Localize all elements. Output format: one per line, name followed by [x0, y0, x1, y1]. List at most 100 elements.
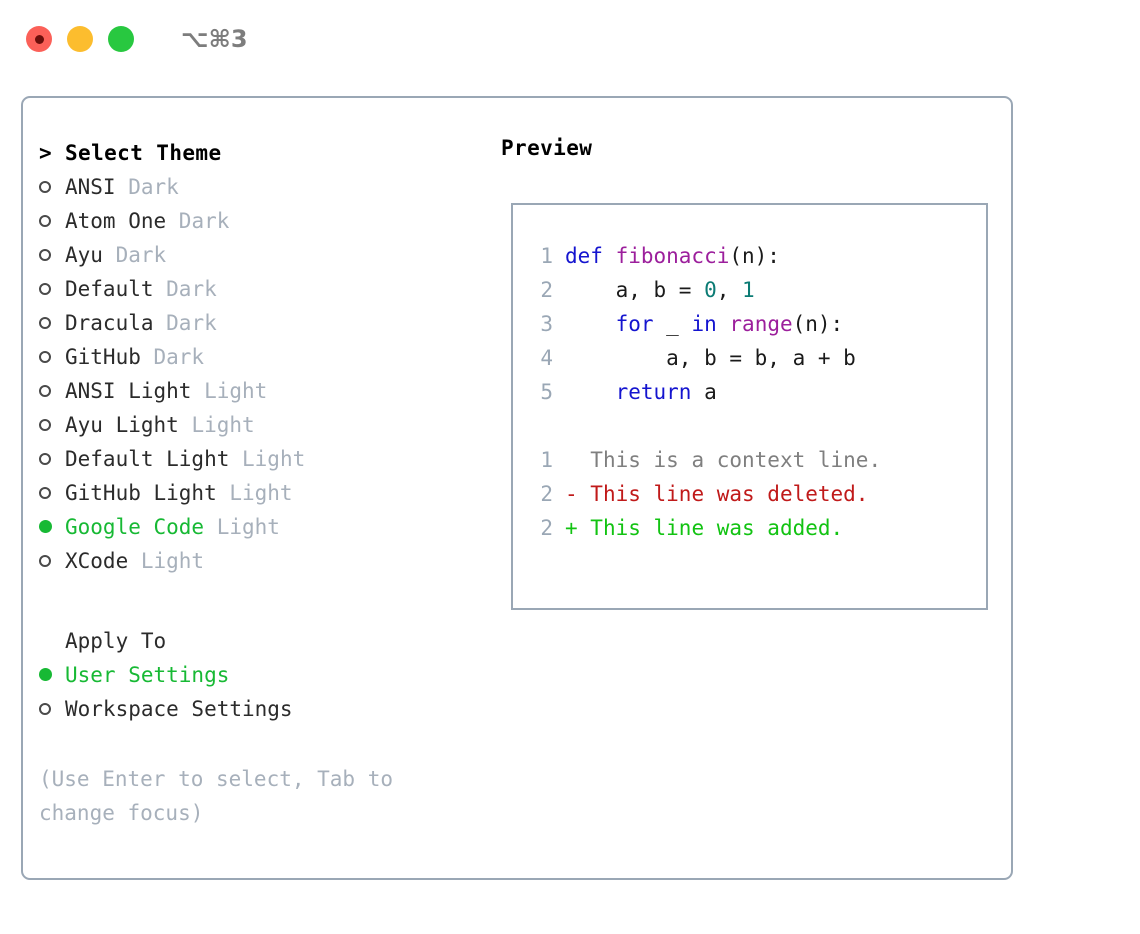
title-bar: ⌥⌘3 [0, 0, 1140, 78]
code-token [717, 312, 730, 336]
theme-option[interactable]: ANSI Light Light [39, 374, 479, 408]
theme-option-variant: Light [229, 447, 306, 471]
line-number: 4 [540, 346, 553, 370]
theme-option-variant: Light [191, 379, 268, 403]
theme-option-name: ANSI [65, 175, 116, 199]
theme-option-name: Default Light [65, 447, 230, 471]
theme-option-variant: Light [128, 549, 205, 573]
code-line: 4 a, b = b, a + b [531, 341, 881, 375]
code-token: a, b = b, a + b [565, 346, 856, 370]
radio-unselected-icon[interactable] [39, 272, 65, 306]
code-token: (n): [792, 312, 844, 336]
radio-glyph [39, 215, 51, 227]
theme-option-name: XCode [65, 549, 129, 573]
theme-option-name: Ayu Light [65, 413, 179, 437]
radio-glyph [39, 249, 51, 261]
line-number: 2 [540, 516, 553, 540]
radio-unselected-icon[interactable] [39, 306, 65, 340]
hint-text: (Use Enter to select, Tab to change focu… [39, 767, 394, 825]
apply-to-option-name: User Settings [65, 663, 230, 687]
code-line: 3 for _ in range(n): [531, 307, 881, 341]
theme-option[interactable]: ANSI Dark [39, 170, 479, 204]
radio-glyph [39, 520, 52, 533]
diff-marker: + [565, 516, 578, 540]
code-blank-line [531, 409, 881, 443]
code-token: _ [653, 312, 692, 336]
theme-picker-header: >Select Theme [39, 136, 479, 170]
theme-option-name: GitHub Light [65, 481, 217, 505]
code-token: return [615, 380, 692, 404]
theme-option-variant: Dark [115, 175, 179, 199]
diff-line: 2 + This line was added. [531, 511, 881, 545]
theme-option-variant: Dark [153, 277, 217, 301]
diff-line: 2- This line was deleted. [531, 477, 881, 511]
radio-glyph [39, 385, 51, 397]
code-line: 2 a, b = 0, 1 [531, 273, 881, 307]
code-token: , [716, 278, 743, 302]
theme-option[interactable]: Ayu Light Light [39, 408, 479, 442]
radio-selected-icon[interactable] [39, 510, 65, 544]
code-token: in [691, 312, 717, 336]
radio-unselected-icon[interactable] [39, 374, 65, 408]
close-button[interactable] [26, 26, 52, 52]
apply-to-option[interactable]: User Settings [39, 658, 479, 692]
radio-glyph [39, 181, 51, 193]
radio-glyph [39, 668, 52, 681]
radio-unselected-icon[interactable] [39, 170, 65, 204]
theme-option-name: GitHub [65, 345, 141, 369]
radio-glyph [39, 419, 51, 431]
theme-option-name: Dracula [65, 311, 154, 335]
radio-unselected-icon[interactable] [39, 692, 65, 726]
code-token: for [615, 312, 654, 336]
radio-unselected-icon[interactable] [39, 340, 65, 374]
apply-to-option-name: Workspace Settings [65, 697, 293, 721]
code-token: range [729, 312, 793, 336]
theme-option[interactable]: Google Code Light [39, 510, 479, 544]
theme-option[interactable]: Default Light Light [39, 442, 479, 476]
apply-to-option[interactable]: Workspace Settings [39, 692, 479, 726]
line-number: 2 [540, 482, 553, 506]
theme-option[interactable]: Ayu Dark [39, 238, 479, 272]
radio-unselected-icon[interactable] [39, 408, 65, 442]
diff-text: This is a context line. [577, 448, 882, 472]
radio-unselected-icon[interactable] [39, 476, 65, 510]
radio-glyph [39, 453, 51, 465]
theme-option[interactable]: XCode Light [39, 544, 479, 578]
theme-option-name: Ayu [65, 243, 103, 267]
theme-option-variant: Dark [102, 243, 167, 267]
theme-option-variant: Light [204, 515, 280, 539]
radio-unselected-icon[interactable] [39, 238, 65, 272]
code-token: fibonacci [615, 244, 730, 268]
code-line: 5 return a [531, 375, 881, 409]
line-number: 1 [540, 448, 553, 472]
maximize-button[interactable] [108, 26, 134, 52]
theme-option-name: Google Code [65, 515, 205, 539]
code-token: a, b = [565, 278, 705, 302]
minimize-button[interactable] [67, 26, 93, 52]
theme-option[interactable]: GitHub Dark [39, 340, 479, 374]
theme-option[interactable]: Default Dark [39, 272, 479, 306]
code-token: 0 [704, 278, 717, 302]
radio-selected-icon[interactable] [39, 658, 65, 692]
apply-to-header: Apply To [65, 629, 167, 653]
theme-option[interactable]: Atom One Dark [39, 204, 479, 238]
radio-glyph [39, 351, 51, 363]
theme-option-variant: Dark [153, 311, 217, 335]
theme-option[interactable]: GitHub Light Light [39, 476, 479, 510]
line-number: 3 [540, 312, 553, 336]
line-number: 5 [540, 380, 553, 404]
radio-unselected-icon[interactable] [39, 544, 65, 578]
section-spacer [39, 578, 479, 624]
radio-unselected-icon[interactable] [39, 204, 65, 238]
radio-unselected-icon[interactable] [39, 442, 65, 476]
radio-glyph [39, 317, 51, 329]
theme-option[interactable]: Dracula Dark [39, 306, 479, 340]
diff-text: This line was added. [577, 516, 844, 540]
radio-glyph [39, 703, 51, 715]
radio-glyph [39, 555, 51, 567]
